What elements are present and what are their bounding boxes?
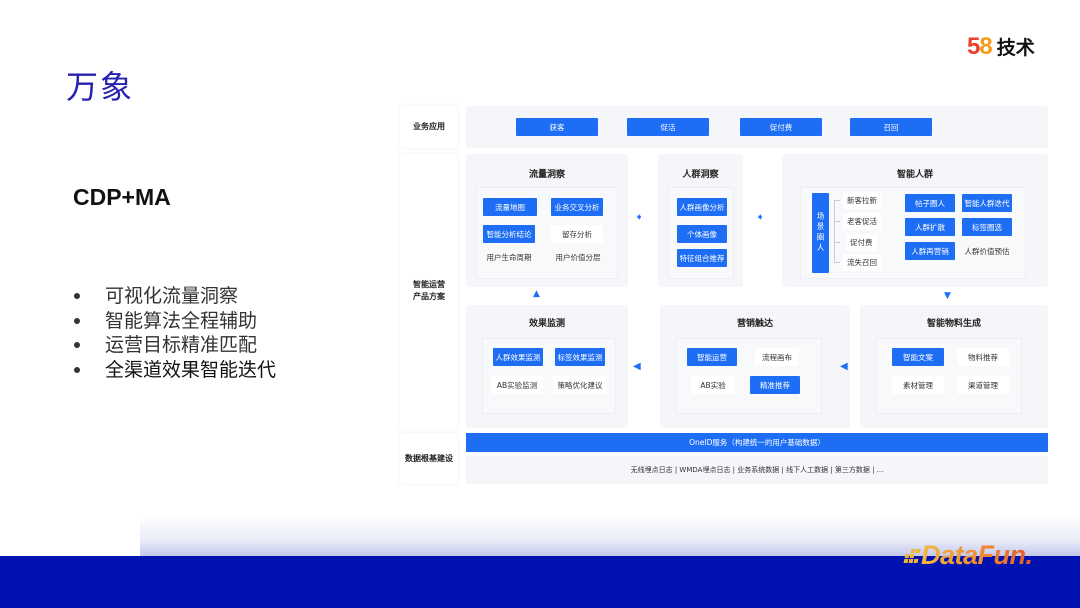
bullet-item: 运营目标精准匹配 xyxy=(72,333,276,358)
arrow-right-icon: ➧ xyxy=(756,212,765,223)
arrow-left-icon: ◀ xyxy=(840,361,848,372)
traffic-item[interactable]: 用户价值分层 xyxy=(555,252,601,262)
crowd-insight-item[interactable]: 个体画像 xyxy=(677,225,727,243)
effect-item[interactable]: 标签效果监测 xyxy=(555,348,605,366)
business-button-pay[interactable]: 促付费 xyxy=(740,118,822,136)
marketing-item[interactable]: AB实验 xyxy=(691,376,735,394)
logo-58-tech: 5858 技术 xyxy=(967,32,1035,60)
traffic-item[interactable]: 留存分析 xyxy=(551,225,603,243)
module-effect-monitor: 效果监测 人群效果监测 标签效果监测 AB实验监测 策略优化建议 xyxy=(466,305,628,428)
smart-crowd-item[interactable]: 帖子圈人 xyxy=(905,194,955,212)
footer-gradient xyxy=(140,515,1080,557)
smart-crowd-item[interactable]: 人群价值预估 xyxy=(964,246,1010,256)
logo-58-mark: 585 xyxy=(967,32,981,60)
material-item[interactable]: 智能文案 xyxy=(892,348,944,366)
scene-item[interactable]: 促付费 xyxy=(846,234,877,251)
bullet-item: 可视化流量洞察 xyxy=(72,284,276,309)
crowd-insight-item[interactable]: 人群画像分析 xyxy=(677,198,727,216)
bullet-item: 智能算法全程辅助 xyxy=(72,309,276,334)
module-title: 智能物料生成 xyxy=(926,319,981,329)
traffic-item[interactable]: 业务交叉分析 xyxy=(551,198,603,216)
arrow-down-icon: ▼ xyxy=(944,291,951,301)
bullet-dot-icon xyxy=(74,366,80,373)
business-panel: 获客 促活 促付费 召回 xyxy=(466,106,1048,148)
scene-item[interactable]: 新客拉新 xyxy=(843,192,881,209)
scene-crowd-label[interactable]: 场景圈人 xyxy=(812,193,829,273)
traffic-item[interactable]: 智能分析结论 xyxy=(483,225,535,243)
marketing-item[interactable]: 流程画布 xyxy=(755,348,799,366)
marketing-item[interactable]: 智能运营 xyxy=(687,348,737,366)
module-title: 流量洞察 xyxy=(528,170,565,180)
logo-datafun-text: DataFun. xyxy=(921,540,1033,570)
smart-crowd-item[interactable]: 人群扩散 xyxy=(905,218,955,236)
material-item[interactable]: 物料推荐 xyxy=(957,348,1009,366)
crowd-insight-item[interactable]: 特征组合推荐 xyxy=(677,249,727,267)
row-label-business: 业务应用 xyxy=(400,106,458,148)
row-label-data-foundation: 数据根基建设 xyxy=(400,433,458,484)
bullet-item: 全渠道效果智能迭代 xyxy=(72,358,276,383)
bullet-dot-icon xyxy=(74,342,80,349)
module-crowd-insight: 人群洞察 人群画像分析 个体画像 特征组合推荐 xyxy=(658,154,743,287)
arrow-right-icon: ➧ xyxy=(635,212,644,223)
material-item[interactable]: 渠道管理 xyxy=(957,376,1009,394)
architecture-diagram: 业务应用 获客 促活 促付费 召回 智能运营产品方案 流量洞察 流量地图 业务交… xyxy=(400,106,1048,486)
business-button-activate[interactable]: 促活 xyxy=(627,118,709,136)
smart-crowd-item[interactable]: 标签圈选 xyxy=(962,218,1012,236)
smart-crowd-item[interactable]: 人群再营销 xyxy=(905,242,955,260)
bullet-dot-icon xyxy=(74,293,80,300)
module-material-generation: 智能物料生成 智能文案 物料推荐 素材管理 渠道管理 xyxy=(860,305,1048,428)
slide-title: 万象 xyxy=(66,68,135,106)
smart-crowd-item[interactable]: 智能人群迭代 xyxy=(962,194,1012,212)
slide-subtitle: CDP+MA xyxy=(73,184,171,210)
bullet-dot-icon xyxy=(74,317,80,324)
module-title: 人群洞察 xyxy=(682,170,719,180)
logo-datafun: DataFun. xyxy=(903,540,1033,571)
footer-band xyxy=(0,556,1080,608)
data-sources-bar: 无线埋点日志 | WMDA埋点日志 | 业务系统数据 | 线下人工数据 | 第三… xyxy=(466,456,1048,484)
module-title: 智能人群 xyxy=(896,170,933,180)
row-label-ops: 智能运营产品方案 xyxy=(400,154,458,428)
traffic-item[interactable]: 流量地图 xyxy=(483,198,537,216)
logo-58-text: 技术 xyxy=(996,37,1035,59)
scene-item[interactable]: 流失召回 xyxy=(843,254,881,271)
material-item[interactable]: 素材管理 xyxy=(892,376,944,394)
module-traffic-insight: 流量洞察 流量地图 业务交叉分析 智能分析结论 留存分析 用户生命周期 用户价值… xyxy=(466,154,628,287)
datafun-dots-icon xyxy=(903,548,921,563)
traffic-item[interactable]: 用户生命周期 xyxy=(486,252,532,262)
feature-bullet-list: 可视化流量洞察 智能算法全程辅助 运营目标精准匹配 全渠道效果智能迭代 xyxy=(72,284,276,382)
module-title: 营销触达 xyxy=(736,319,773,329)
module-title: 效果监测 xyxy=(528,319,565,329)
marketing-item[interactable]: 精准推荐 xyxy=(750,376,800,394)
arrow-left-icon: ◀ xyxy=(633,361,641,372)
effect-item[interactable]: AB实验监测 xyxy=(491,376,543,394)
business-button-recall[interactable]: 召回 xyxy=(850,118,932,136)
arrow-up-icon: ▲ xyxy=(533,289,540,299)
effect-item[interactable]: 人群效果监测 xyxy=(493,348,543,366)
module-smart-crowd: 智能人群 场景圈人 新客拉新 老客促活 促付费 流失召回 帖子圈人 智能人群迭代… xyxy=(782,154,1048,287)
oneid-service-bar[interactable]: OneID服务（构建统一的用户基础数据） xyxy=(466,433,1048,452)
effect-item[interactable]: 策略优化建议 xyxy=(553,376,607,394)
module-marketing-reach: 营销触达 智能运营 流程画布 AB实验 精准推荐 xyxy=(660,305,850,428)
business-button-acquire[interactable]: 获客 xyxy=(516,118,598,136)
scene-item[interactable]: 老客促活 xyxy=(843,213,881,230)
